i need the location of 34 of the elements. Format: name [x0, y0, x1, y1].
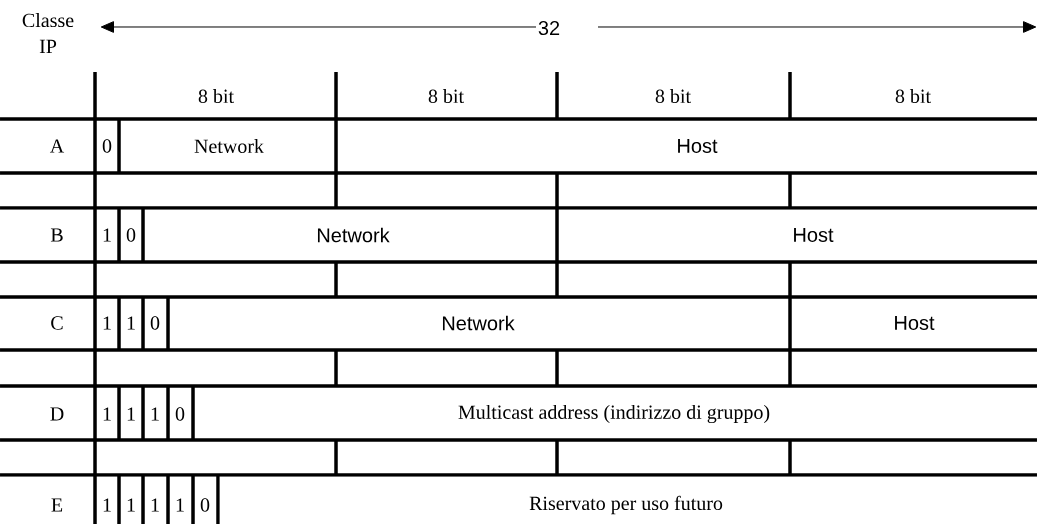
field-label: Host: [678, 139, 718, 153]
class-label: E: [51, 498, 63, 512]
bit-value: 0: [150, 316, 160, 330]
dimension-label: 32: [538, 20, 560, 36]
bit-value: 1: [127, 407, 135, 421]
field-label: Network: [318, 227, 390, 243]
bit-value: 1: [151, 407, 159, 421]
bit-value: 0: [126, 228, 136, 242]
bit-value: 1: [103, 316, 111, 330]
class-label: C: [51, 316, 63, 330]
class-label: D: [50, 407, 64, 421]
column-header: 8 bit: [198, 88, 234, 104]
field-label: Riservato per uso futuro: [529, 495, 723, 515]
field-label: Network: [443, 315, 515, 331]
bit-value: 0: [200, 498, 210, 512]
bit-value: 0: [175, 407, 185, 421]
class-label: A: [50, 139, 65, 153]
bit-value: 1: [151, 498, 159, 512]
bit-value: 1: [127, 316, 135, 330]
bit-value: 1: [176, 498, 184, 512]
class-heading: Classe IP: [22, 13, 74, 53]
column-header: 8 bit: [655, 88, 691, 104]
class-label: B: [50, 228, 63, 242]
field-label: Multicast address (indirizzo di gruppo): [458, 404, 770, 424]
column-header: 8 bit: [895, 88, 931, 104]
bit-value: 1: [103, 228, 111, 242]
bit-value: 1: [127, 498, 135, 512]
column-header: 8 bit: [428, 88, 464, 104]
field-label: Host: [794, 228, 834, 242]
bit-value: 1: [103, 498, 111, 512]
bit-value: 1: [103, 407, 111, 421]
field-label: Network: [194, 138, 264, 154]
field-label: Host: [895, 316, 935, 330]
bit-value: 0: [102, 139, 112, 153]
